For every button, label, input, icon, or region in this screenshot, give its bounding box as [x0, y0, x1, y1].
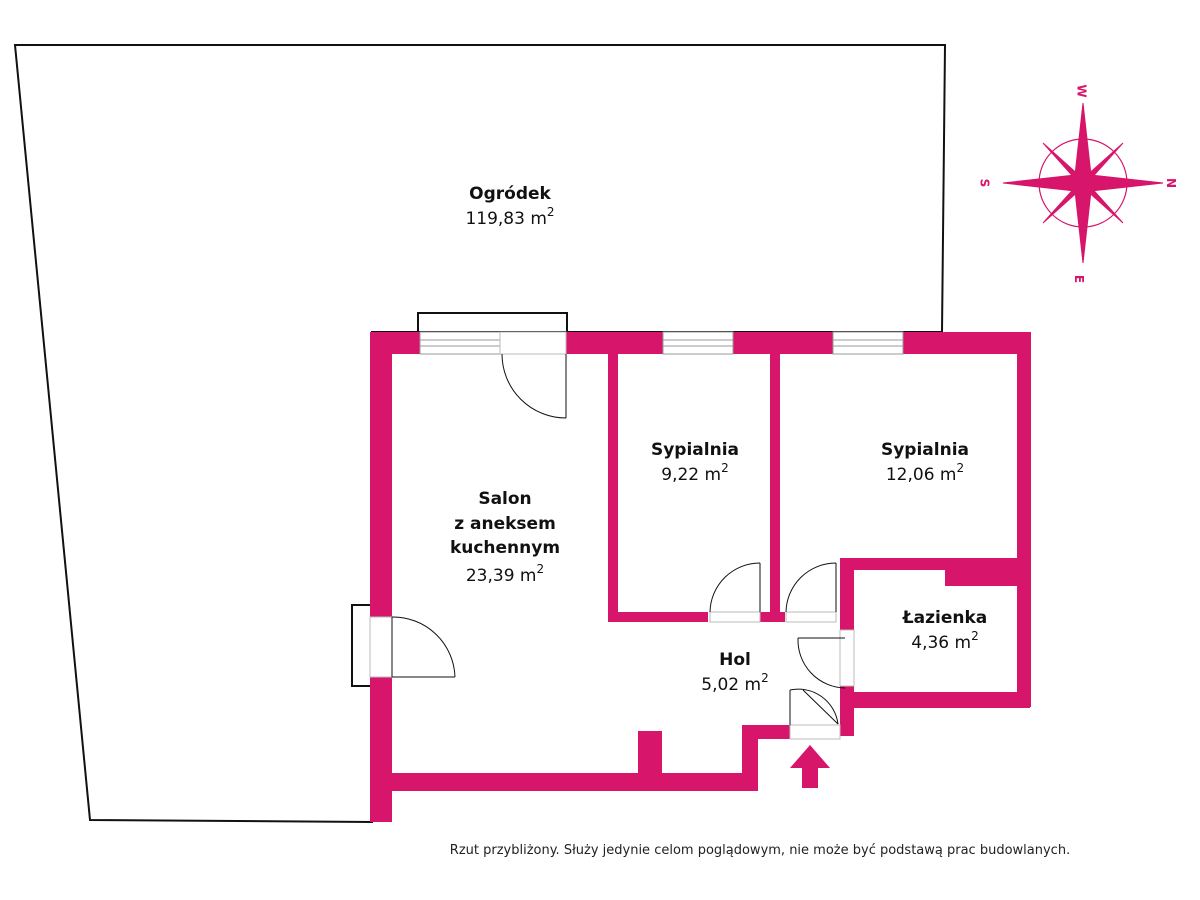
compass-east-label: E: [1072, 274, 1087, 284]
room-area: 9,22 m2: [661, 461, 729, 486]
room-name: Sypialnia: [650, 440, 740, 460]
room-name: Ogródek: [469, 184, 551, 204]
room-name-line3: kuchennym: [449, 538, 561, 559]
compass-south-label: S: [977, 178, 992, 188]
room-label-living: Salon z aneksem kuchennym 23,39 m2: [410, 487, 600, 589]
doors: [369, 331, 855, 740]
room-name-line1: Salon: [478, 489, 532, 509]
room-area: 5,02 m2: [701, 671, 769, 696]
room-area: 4,36 m2: [911, 629, 979, 654]
room-area: 12,06 m2: [885, 461, 965, 486]
room-area: 119,83 m2: [465, 205, 555, 230]
room-label-garden: Ogródek 119,83 m2: [420, 184, 600, 231]
room-name-line2: z aneksem: [454, 513, 556, 534]
room-label-bathroom: Łazienka 4,36 m2: [870, 608, 1020, 655]
room-label-hall: Hol 5,02 m2: [660, 650, 810, 697]
room-name: Sypialnia: [880, 440, 970, 460]
disclaimer-note: Rzut przybliżony. Służy jedynie celom po…: [449, 843, 1071, 858]
compass-rose: [1002, 102, 1164, 264]
garden-outline: [13, 44, 947, 824]
room-name: Łazienka: [902, 608, 988, 628]
balcony-frames: [351, 312, 568, 687]
compass-west-label: W: [1074, 84, 1089, 98]
compass-north-label: N: [1164, 177, 1179, 189]
room-area: 23,39 m2: [465, 561, 545, 586]
room-label-bedroom-1: Sypialnia 9,22 m2: [620, 440, 770, 487]
entrance-arrow: [790, 745, 830, 788]
room-name: Hol: [719, 650, 751, 670]
windows: [419, 331, 904, 355]
room-label-bedroom-2: Sypialnia 12,06 m2: [850, 440, 1000, 487]
